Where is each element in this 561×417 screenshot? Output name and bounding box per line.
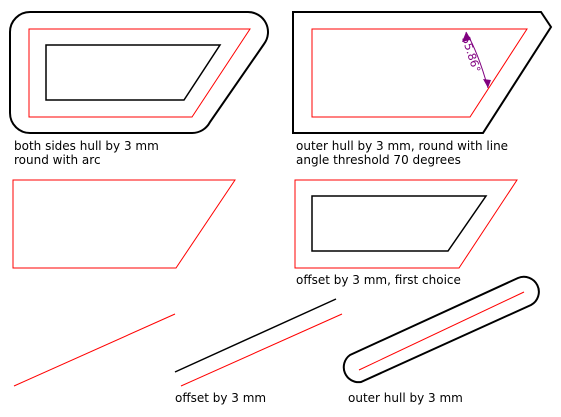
caption-line: angle threshold 70 degrees <box>296 153 461 167</box>
caption-line: both sides hull by 3 mm <box>14 139 159 153</box>
red-line <box>13 313 176 387</box>
panel-plain-shape <box>12 179 236 269</box>
panel-outer-hull-line <box>342 275 540 384</box>
original-red-line <box>358 291 525 371</box>
caption-offset-line: offset by 3 mm <box>175 391 266 405</box>
caption-offset-first-choice: offset by 3 mm, first choice <box>296 273 461 287</box>
original-shape <box>45 44 222 101</box>
panel-outer-hull-round-line: 55.86° <box>292 11 553 134</box>
offset-red-shape <box>294 179 518 269</box>
caption-both-sides-hull: both sides hull by 3 mm round with arc <box>14 139 159 167</box>
offset-black-shape <box>311 195 488 252</box>
angle-arrow-bottom <box>483 79 491 88</box>
caption-line: outer hull by 3 mm <box>348 391 463 405</box>
original-red-line <box>180 313 343 387</box>
offset-black-line <box>174 298 337 373</box>
caption-outer-hull-round-line: outer hull by 3 mm, round with line angl… <box>296 139 508 167</box>
caption-line: offset by 3 mm, first choice <box>296 273 461 287</box>
panel-single-line <box>13 313 176 387</box>
angle-arrow-top <box>462 32 470 42</box>
angle-label: 55.86° <box>459 35 483 74</box>
caption-outer-hull-line: outer hull by 3 mm <box>348 391 463 405</box>
hull-capsule <box>342 275 540 384</box>
offset-red-shape <box>28 28 251 118</box>
red-shape <box>12 179 236 269</box>
outer-hull-line-shape <box>292 11 553 134</box>
outer-hull-arc-shape <box>9 11 269 135</box>
panel-offset-first-choice <box>294 179 518 269</box>
caption-line: outer hull by 3 mm, round with line <box>296 139 509 153</box>
panel-both-sides-hull <box>9 11 269 135</box>
original-red-shape <box>311 28 528 118</box>
panel-offset-line <box>174 298 343 387</box>
caption-line: round with arc <box>14 153 101 167</box>
caption-line: offset by 3 mm <box>175 391 267 405</box>
